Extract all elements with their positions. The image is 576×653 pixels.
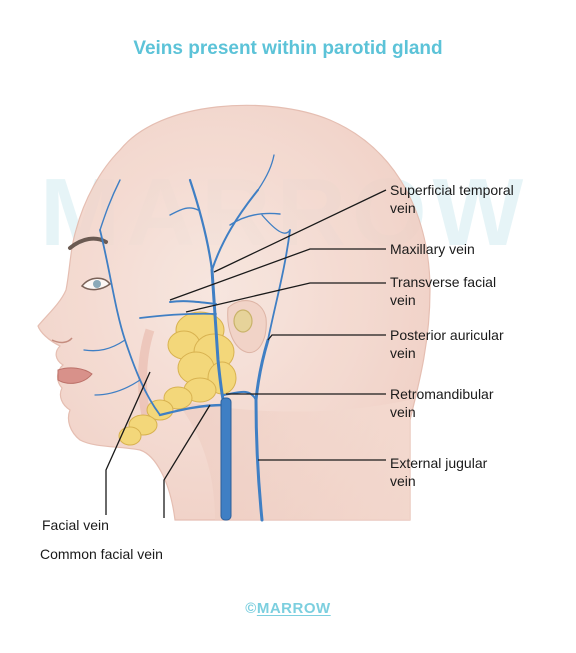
label-common-facial-vein: Common facial vein xyxy=(40,546,163,562)
iris xyxy=(93,280,101,288)
label-external-jugular-vein: External jugular vein xyxy=(390,455,488,489)
copyright-symbol: © xyxy=(245,600,257,617)
leader-lines xyxy=(105,189,387,518)
label-retromandibular-vein: Retromandibular vein xyxy=(390,386,494,420)
label-maxillary-vein: Maxillary vein xyxy=(390,241,475,257)
label-transverse-facial-vein: Transverse facial vein xyxy=(390,274,497,308)
lips xyxy=(57,367,93,384)
nostril xyxy=(51,337,73,344)
parotid-gland xyxy=(118,311,237,446)
copyright-footer: ©MARROW xyxy=(0,600,576,617)
brand-name: MARROW xyxy=(256,600,331,617)
label-superficial-temporal-vein: Superficial temporal vein xyxy=(390,182,514,216)
external-acoustic-meatus xyxy=(233,309,253,333)
label-posterior-auricular-vein: Posterior auricular vein xyxy=(390,327,504,361)
veins xyxy=(83,154,291,522)
label-facial-vein: Facial vein xyxy=(42,517,109,533)
internal-jugular-vein xyxy=(220,397,232,521)
page-title: Veins present within parotid gland xyxy=(133,38,443,59)
